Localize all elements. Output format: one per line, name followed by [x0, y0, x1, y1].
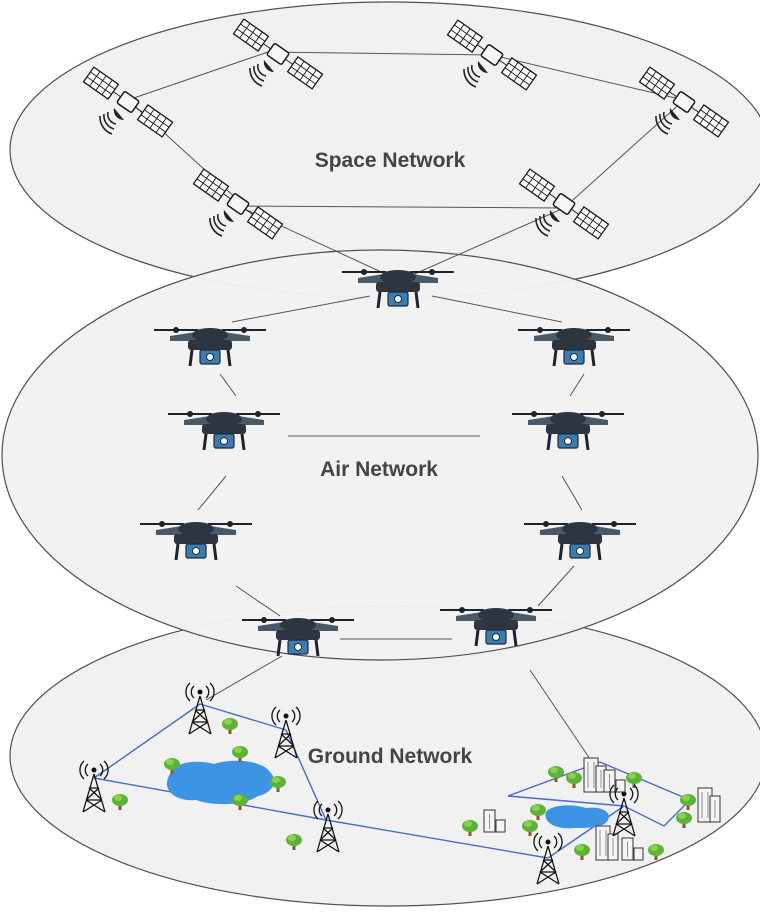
air-link [197, 475, 227, 511]
ground-link [547, 805, 625, 859]
space-network-label: Space Network [315, 149, 466, 172]
space-link [237, 205, 565, 209]
ground-link [599, 761, 691, 801]
lake-icon [545, 805, 609, 829]
air-network-label: Air Network [320, 458, 438, 481]
ground-network-label: Ground Network [308, 745, 473, 768]
air-ground-links [205, 655, 593, 763]
air-ground-link [205, 655, 283, 701]
ground-links [93, 703, 691, 859]
space-link [127, 51, 269, 101]
ground-scenery [79, 682, 721, 885]
space-link [491, 54, 685, 101]
ground-link [325, 819, 549, 859]
ground-link [93, 703, 201, 779]
air-link [231, 295, 371, 323]
air-link [219, 373, 237, 397]
air-network-layer [1, 249, 759, 661]
space-air-link [409, 207, 565, 277]
air-link [235, 585, 281, 617]
air-link [431, 295, 563, 323]
ground-link [507, 795, 625, 807]
lake-icon [166, 760, 275, 805]
air-link [537, 565, 575, 607]
air-links [197, 295, 585, 640]
space-link [267, 51, 493, 56]
air-network-ellipse [1, 249, 759, 661]
air-ground-link [529, 669, 593, 763]
air-link [561, 475, 583, 511]
ground-link [623, 805, 665, 827]
air-link [569, 373, 585, 397]
ground-link [199, 703, 287, 731]
